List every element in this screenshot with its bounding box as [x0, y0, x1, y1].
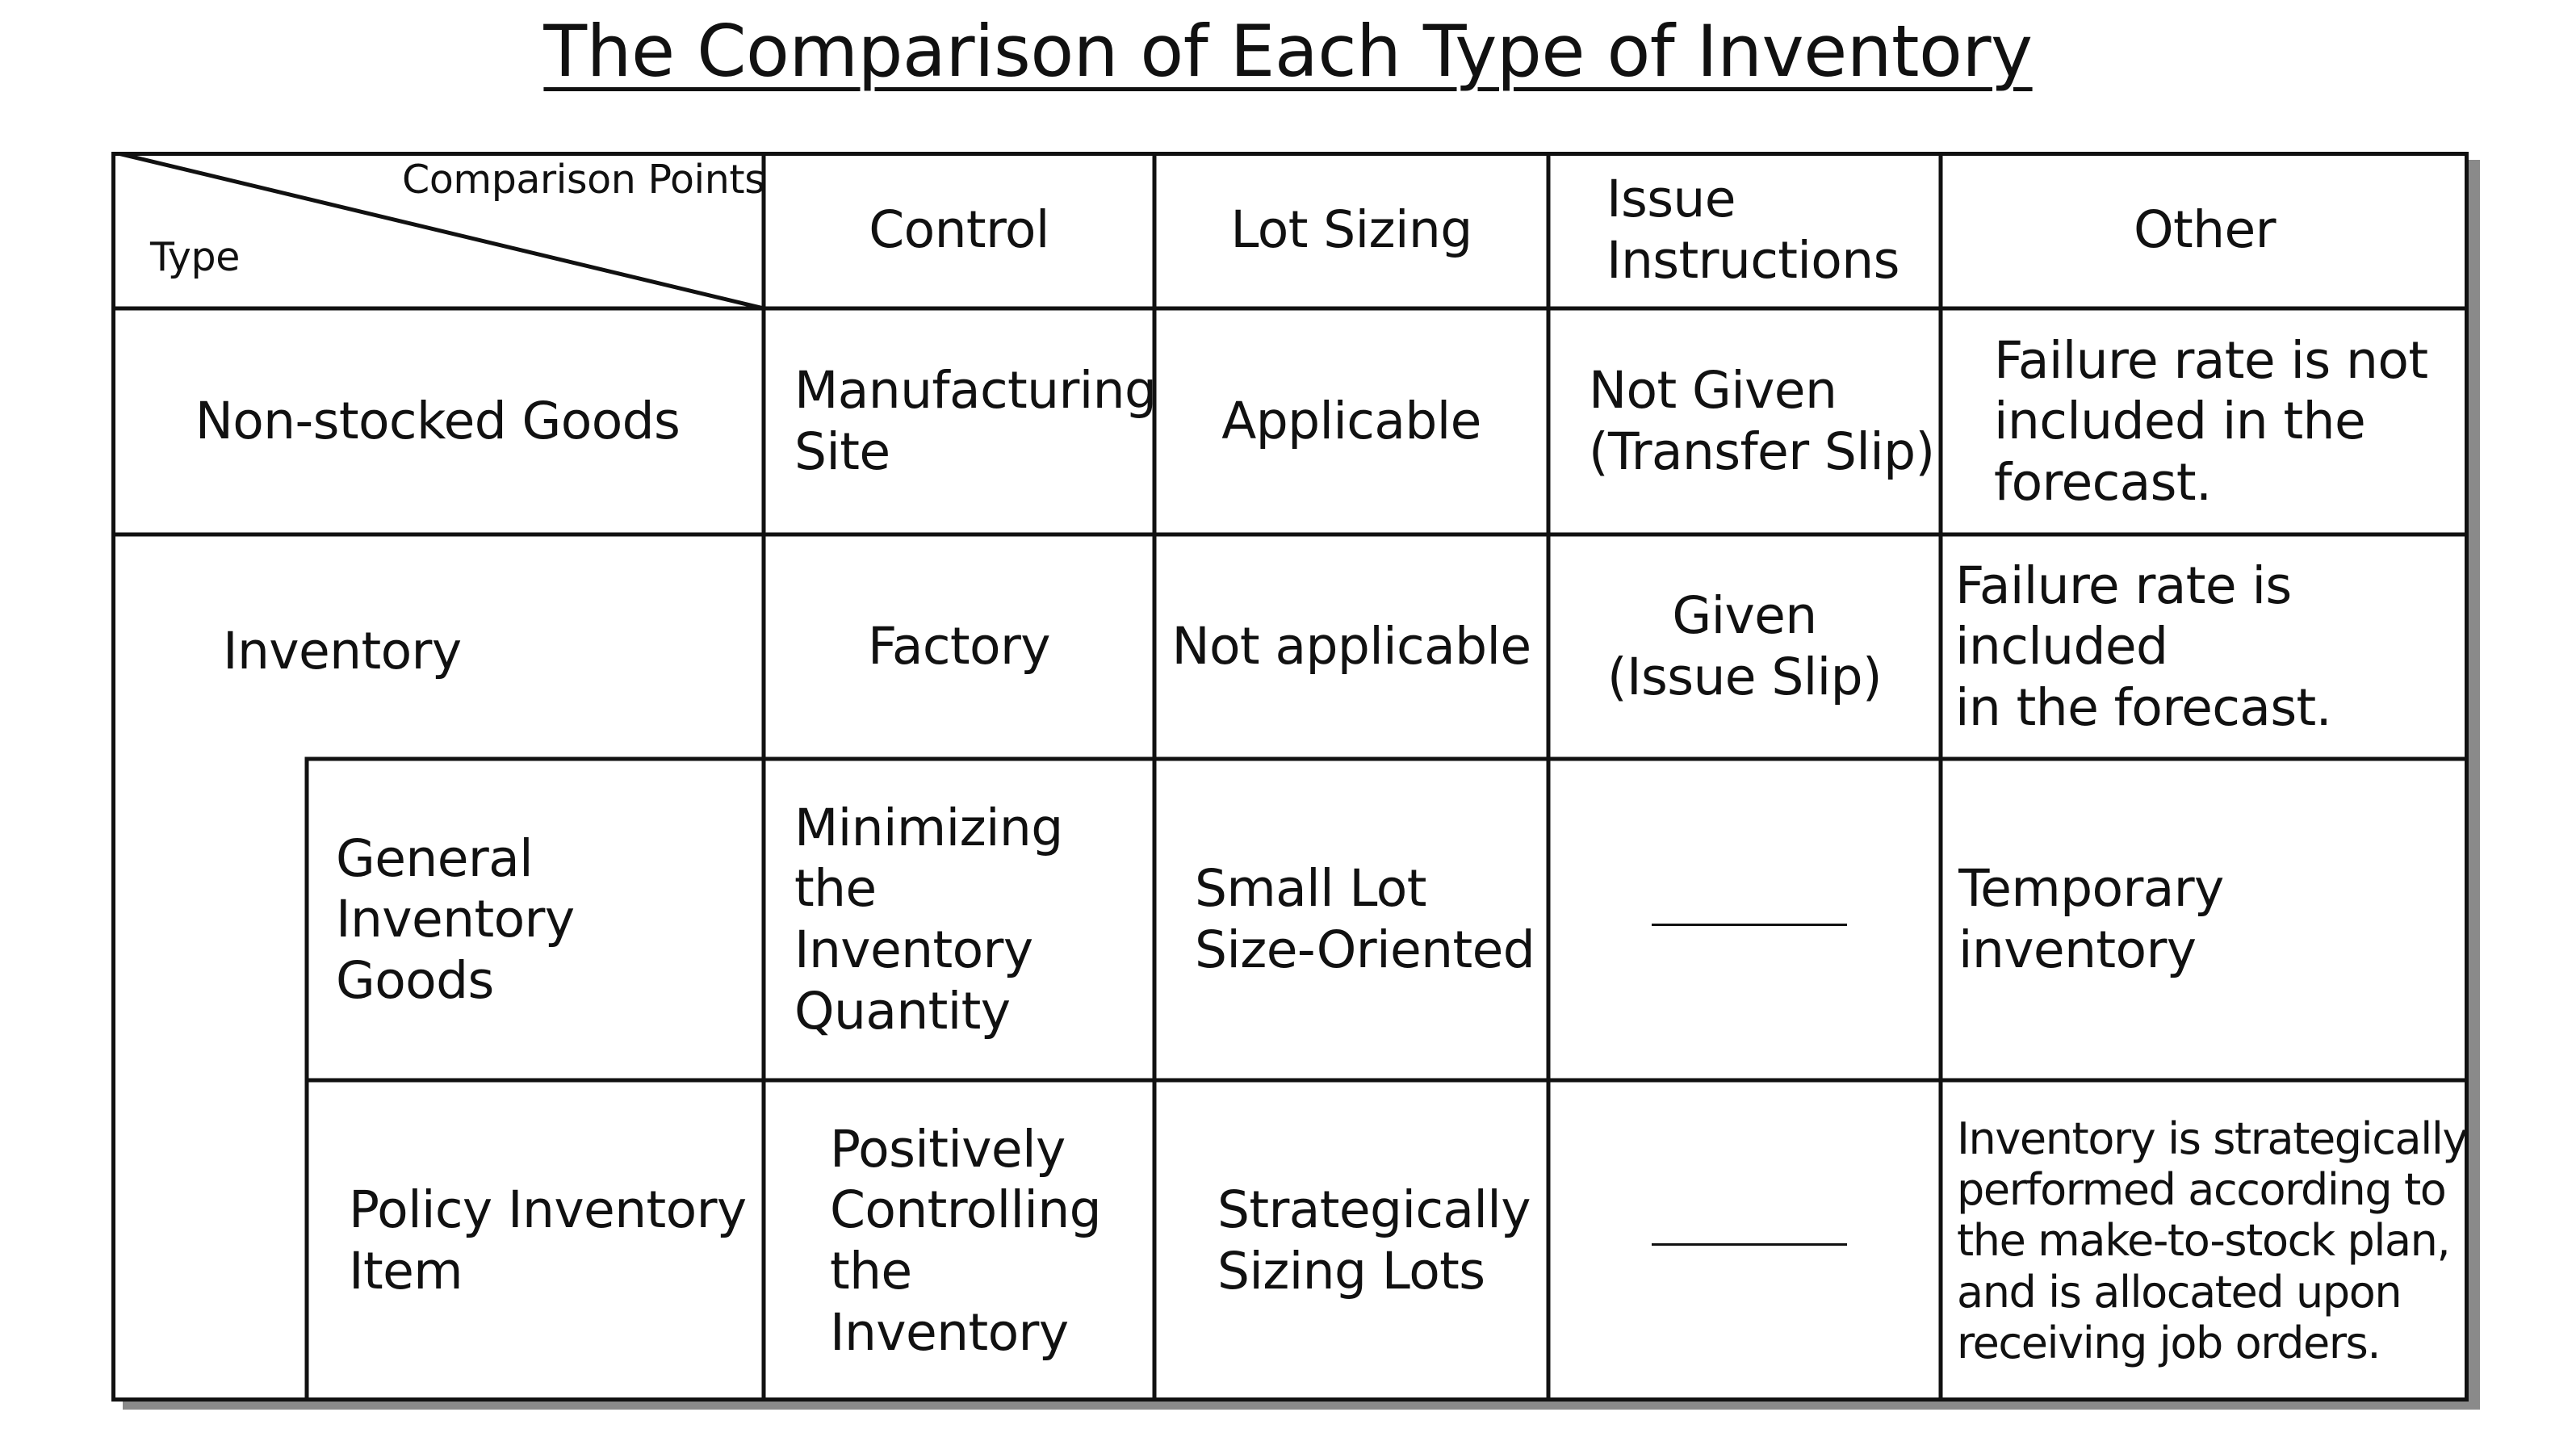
cell-general-inventory-issue-instructions: ———: [1652, 903, 1847, 943]
comparison-table: Comparison Points Type Control Lot Sizin…: [111, 152, 2469, 1402]
cell-inventory-lot-sizing: Not applicable: [1171, 617, 1531, 677]
table-border: [111, 152, 2469, 1402]
cell-general-inventory-lot-sizing: Small Lot Size-Oriented: [1195, 859, 1535, 979]
cell-non-stocked-other: Failure rate is not included in the fore…: [1994, 330, 2428, 512]
table-grid-lines: [111, 152, 2469, 1402]
cell-general-inventory-issue-instructions-dash: [1652, 924, 1847, 926]
row-type-general-inventory-goods: General Inventory Goods: [336, 828, 575, 1010]
cell-policy-inventory-issue-instructions-dash: [1652, 1243, 1847, 1246]
cell-non-stocked-lot-sizing: Applicable: [1221, 392, 1481, 451]
row-type-policy-inventory-item: Policy Inventory Item: [349, 1180, 747, 1301]
page-title: The Comparison of Each Type of Inventory: [543, 10, 2033, 93]
cell-policy-inventory-lot-sizing: Strategically Sizing Lots: [1217, 1180, 1531, 1301]
row-type-non-stocked-goods: Non-stocked Goods: [195, 392, 681, 451]
column-header-issue-instructions: Issue Instructions: [1606, 170, 1900, 290]
cell-policy-inventory-control: Positively Controlling the Inventory: [830, 1119, 1102, 1362]
cell-policy-inventory-other: Inventory is strategically performed acc…: [1957, 1113, 2468, 1368]
cell-non-stocked-issue-instructions: Not Given (Transfer Slip): [1589, 361, 1935, 481]
column-header-other: Other: [2134, 200, 2276, 260]
cell-general-inventory-other: Temporary inventory: [1958, 859, 2224, 979]
header-diagonal-line: [111, 152, 767, 312]
cell-policy-inventory-issue-instructions: ———: [1652, 1222, 1847, 1263]
cell-inventory-issue-instructions: Given (Issue Slip): [1607, 586, 1882, 706]
comparison-points-label: Comparison Points: [402, 157, 765, 203]
cell-inventory-other: Failure rate is included in the forecast…: [1955, 555, 2332, 737]
column-header-lot-sizing: Lot Sizing: [1230, 200, 1472, 260]
cell-inventory-control: Factory: [868, 617, 1051, 677]
column-header-control: Control: [869, 200, 1049, 260]
type-label: Type: [150, 234, 240, 280]
cell-non-stocked-control: Manufacturing Site: [794, 361, 1154, 481]
cell-general-inventory-control: Minimizing the Inventory Quantity: [794, 798, 1063, 1041]
row-type-inventory: Inventory: [223, 622, 462, 681]
